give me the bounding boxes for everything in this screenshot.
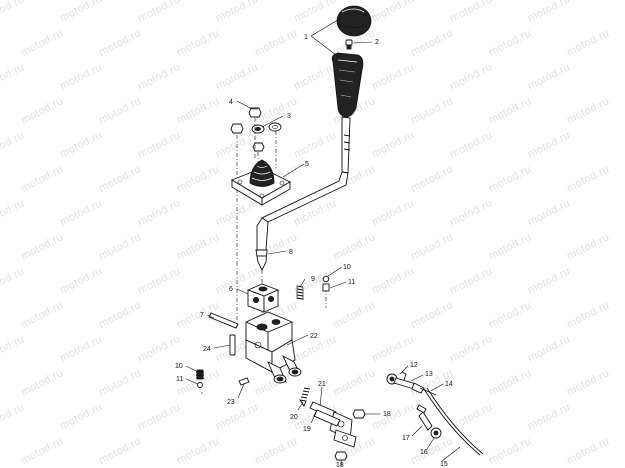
callout-18-lower: 18 — [336, 462, 344, 468]
callout-12: 12 — [410, 362, 418, 369]
pin-24 — [229, 334, 236, 356]
shift-rods — [309, 401, 357, 448]
nut-18-upper — [352, 409, 366, 419]
callout-14: 14 — [445, 381, 453, 388]
nut-18-lower — [334, 451, 348, 461]
callout-11-right: 11 — [348, 279, 355, 286]
callout-19: 19 — [303, 426, 311, 433]
callout-2: 2 — [375, 39, 379, 46]
callout-16: 16 — [420, 449, 428, 456]
washer-3 — [251, 124, 265, 134]
callout-1: 1 — [304, 34, 308, 41]
knob-screw — [345, 39, 353, 50]
callout-5: 5 — [305, 161, 309, 168]
detent-ball-right — [322, 275, 330, 292]
callout-3: 3 — [287, 113, 291, 120]
nut-4 — [248, 107, 262, 118]
callout-20: 20 — [290, 414, 298, 421]
callout-7: 7 — [200, 312, 204, 319]
callout-labels: 1 2 3 4 5 6 7 8 9 10 11 10 11 12 13 14 1… — [175, 34, 453, 468]
rod-end-lower — [416, 404, 442, 439]
shift-knob-body — [331, 52, 364, 118]
callout-10-left: 10 — [175, 363, 183, 370]
pivot-block — [246, 283, 280, 313]
callout-22: 22 — [310, 333, 318, 340]
shift-lever — [255, 116, 351, 272]
detent-left — [196, 369, 204, 388]
callout-23: 23 — [227, 399, 235, 406]
leader-lines — [185, 17, 461, 467]
shift-knob-cap — [336, 5, 372, 37]
callout-18-upper: 18 — [383, 411, 391, 418]
nut-4b — [230, 123, 244, 134]
shift-cable — [423, 387, 484, 456]
shift-boot — [230, 159, 291, 206]
callout-6: 6 — [229, 286, 233, 293]
callout-11-left: 11 — [176, 376, 183, 383]
pin-7 — [208, 312, 239, 329]
callout-21: 21 — [318, 381, 326, 388]
callout-15: 15 — [440, 461, 448, 468]
shifter-housing — [245, 311, 302, 384]
callout-13: 13 — [425, 371, 433, 378]
callout-9: 9 — [311, 276, 315, 283]
nut-small — [252, 142, 265, 152]
spring-9 — [296, 285, 304, 300]
callout-17: 17 — [402, 435, 410, 442]
spring-20 — [299, 387, 311, 407]
washer-3b — [268, 122, 282, 132]
bolt-23 — [238, 377, 250, 386]
callout-4: 4 — [229, 99, 233, 106]
rod-end-linkage — [386, 371, 437, 396]
callout-8: 8 — [289, 249, 293, 256]
callout-24: 24 — [203, 346, 211, 353]
callout-10-right: 10 — [343, 264, 351, 271]
